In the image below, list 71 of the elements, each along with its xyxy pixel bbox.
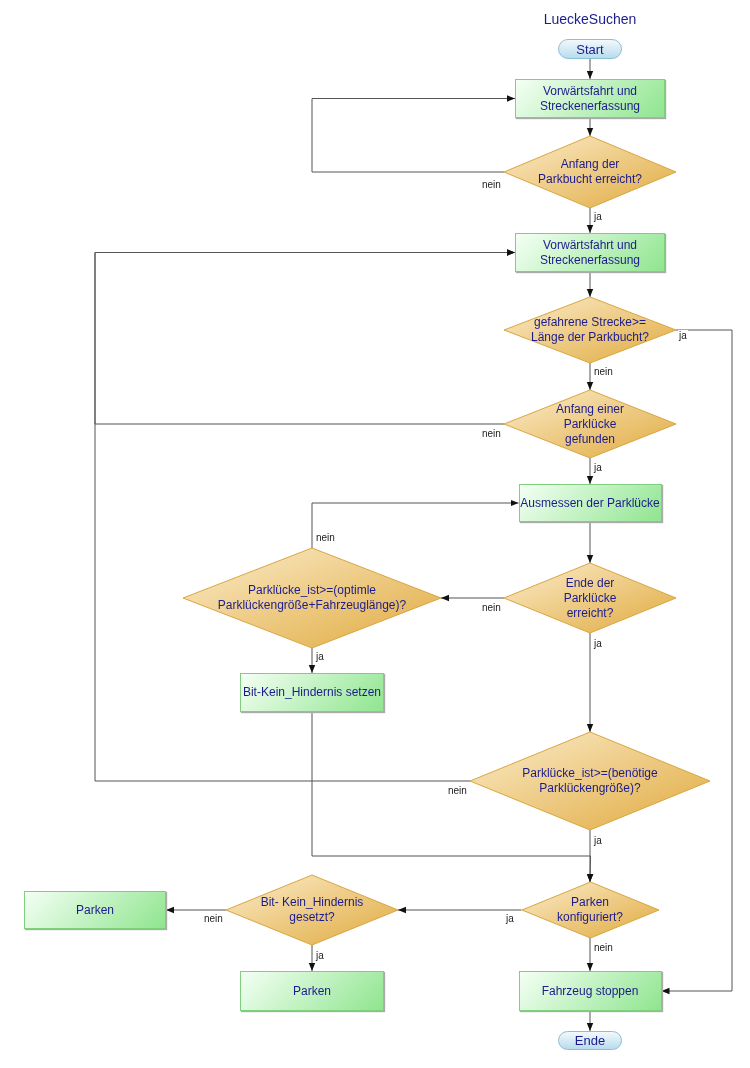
decision-diamond	[504, 136, 676, 208]
node-text: Ende der Parklücke erreicht?	[562, 575, 618, 621]
connector-arrow	[308, 647, 316, 674]
edge-label: ja	[678, 330, 688, 342]
connector-arrow	[586, 58, 594, 80]
connector-arrow	[311, 95, 516, 173]
connector-arrow	[586, 521, 594, 564]
connector-arrow	[397, 906, 522, 914]
connector-arrow	[308, 944, 316, 972]
node-text: Anfang der Parkbucht erreicht?	[536, 157, 644, 187]
decision-diamond	[226, 875, 398, 945]
edge-label: ja	[593, 835, 603, 847]
edge-label: ja	[593, 211, 603, 223]
edge-label: nein	[481, 602, 502, 614]
edge-label: nein	[315, 532, 336, 544]
edge-label: nein	[593, 366, 614, 378]
connector-arrow	[586, 362, 594, 391]
decision-diamond	[504, 297, 676, 363]
node-text: gefahrene Strecke>= Länge der Parkbucht?	[529, 315, 651, 345]
edge-label: ja	[315, 950, 325, 962]
edge-label: nein	[447, 785, 468, 797]
connector-arrow	[586, 271, 594, 298]
node-text: Vorwärtsfahrt und Streckenerfassung	[538, 83, 642, 114]
connector-arrow	[586, 829, 594, 883]
node-text: Bit- Kein_Hindernis gesetzt?	[259, 895, 365, 925]
connector-arrow	[661, 329, 733, 995]
node-text: Vorwärtsfahrt und Streckenerfassung	[538, 237, 642, 268]
node-text: Ende	[574, 1033, 606, 1048]
terminal-pill	[558, 39, 622, 59]
process-box	[515, 79, 665, 118]
process-box	[518, 971, 662, 1011]
edge-label: ja	[593, 462, 603, 474]
connector-arrow	[586, 1010, 594, 1032]
connector-arrow	[586, 457, 594, 485]
decision-diamond	[504, 390, 676, 458]
node-text: Ausmessen der Parklücke	[520, 495, 660, 511]
decision-diamond	[183, 548, 441, 648]
process-box	[518, 484, 662, 522]
connector-arrow	[94, 249, 516, 782]
edge-label: nein	[203, 913, 224, 925]
connector-arrow	[311, 499, 519, 549]
node-text: Anfang einer Parklücke gefunden	[554, 401, 626, 447]
decision-diamond	[470, 732, 710, 830]
process-box	[24, 891, 166, 929]
decision-diamond	[521, 882, 659, 938]
terminal-pill	[558, 1031, 622, 1050]
decision-diamond	[504, 563, 676, 633]
node-text: Parken	[76, 902, 114, 918]
edge-label: ja	[593, 638, 603, 650]
node-text: Start	[576, 41, 604, 57]
connector-arrow	[586, 117, 594, 137]
node-text: Parklücke_ist>=(optimle Parklückengröße+Fahrzeuglänge)?	[216, 583, 408, 613]
edge-label: ja	[505, 913, 515, 925]
connector-arrow	[586, 207, 594, 234]
edge-label: nein	[481, 179, 502, 191]
connector-arrow	[586, 937, 594, 972]
node-text: Fahrzeug stoppen	[541, 983, 639, 999]
diagram-title: LueckeSuchen	[542, 11, 638, 27]
process-box	[240, 971, 384, 1011]
node-text: Parken konfiguriert?	[555, 895, 624, 925]
edge-label: nein	[481, 428, 502, 440]
edge-label: ja	[315, 651, 325, 663]
edge-label: nein	[593, 942, 614, 954]
process-box	[515, 233, 665, 272]
node-text: Parklücke_ist>=(benötige Parklückengröße)?	[521, 766, 659, 796]
node-text: Bit-Kein_Hindernis setzen	[242, 685, 382, 700]
node-text: Parken	[293, 983, 331, 999]
connector-arrow	[586, 632, 594, 733]
process-box	[240, 673, 384, 712]
connector-arrow	[440, 594, 505, 602]
connector-arrow	[165, 906, 227, 914]
